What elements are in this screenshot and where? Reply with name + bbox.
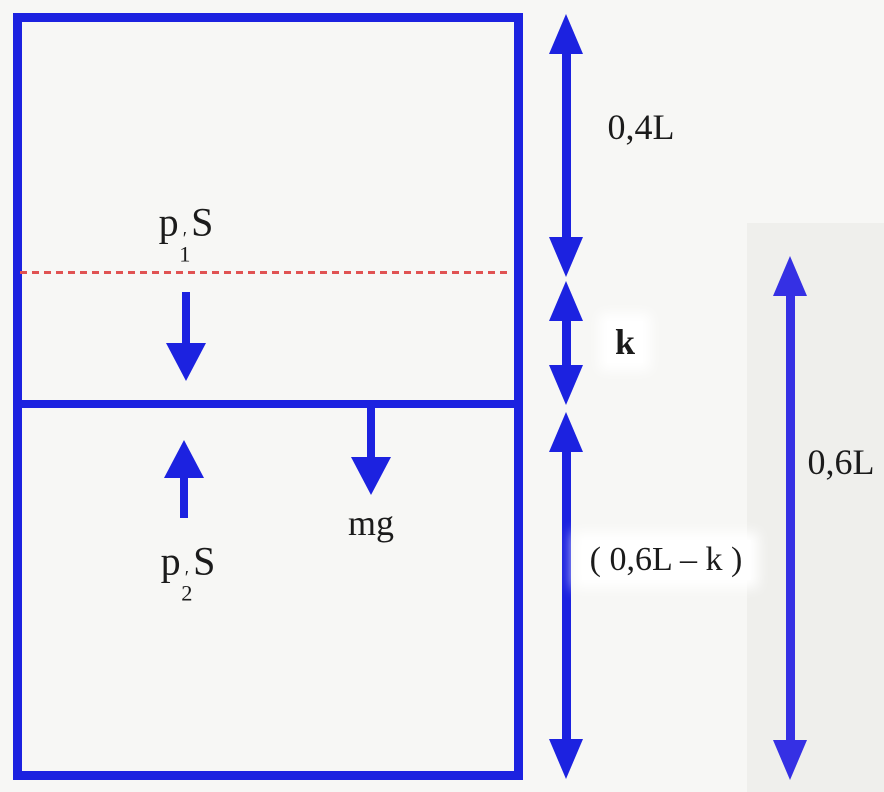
p1s-subscript: 1: [179, 241, 191, 267]
piston-line: [21, 400, 516, 408]
p2s-prime-sub: ′2: [181, 567, 193, 606]
arrowhead-up-icon: [773, 256, 807, 296]
arrowhead-down-icon: [549, 365, 583, 405]
dim-label-0-6L-minus-k: ( 0,6L – k ): [581, 540, 751, 580]
p1s-base: p: [158, 199, 179, 245]
mg-label: mg: [347, 503, 395, 543]
p2s-prime: ′: [184, 567, 189, 589]
arrow-shaft: [562, 317, 571, 369]
arrow-shaft: [182, 292, 190, 346]
arrow-shaft: [562, 50, 571, 240]
shaded-backdrop-panel: [747, 223, 884, 792]
arrowhead-up-icon: [549, 412, 583, 452]
initial-level-dashed-line: [20, 271, 512, 274]
arrow-shaft: [367, 404, 375, 462]
dim-label-0-4L: 0,4L: [607, 107, 675, 147]
p1s-prime-sub: ′1: [179, 228, 191, 267]
arrowhead-down-icon: [166, 343, 206, 381]
p1s-area: S: [191, 199, 214, 245]
p2s-area: S: [193, 538, 216, 584]
arrowhead-down-icon: [549, 739, 583, 779]
arrowhead-up-icon: [164, 440, 204, 478]
dim-label-k: k: [606, 321, 644, 363]
dim-label-0-6L: 0,6L: [807, 442, 875, 482]
p1s-prime: ′: [182, 228, 187, 250]
p2s-base: p: [160, 538, 181, 584]
arrowhead-up-icon: [549, 14, 583, 54]
arrow-shaft: [180, 474, 188, 518]
arrowhead-down-icon: [549, 237, 583, 277]
arrow-shaft: [562, 448, 571, 742]
arrowhead-down-icon: [773, 740, 807, 780]
p2s-subscript: 2: [181, 580, 193, 606]
cylinder-outline: [13, 13, 523, 780]
arrow-shaft: [786, 292, 795, 743]
arrowhead-up-icon: [549, 281, 583, 321]
arrowhead-down-icon: [351, 457, 391, 495]
